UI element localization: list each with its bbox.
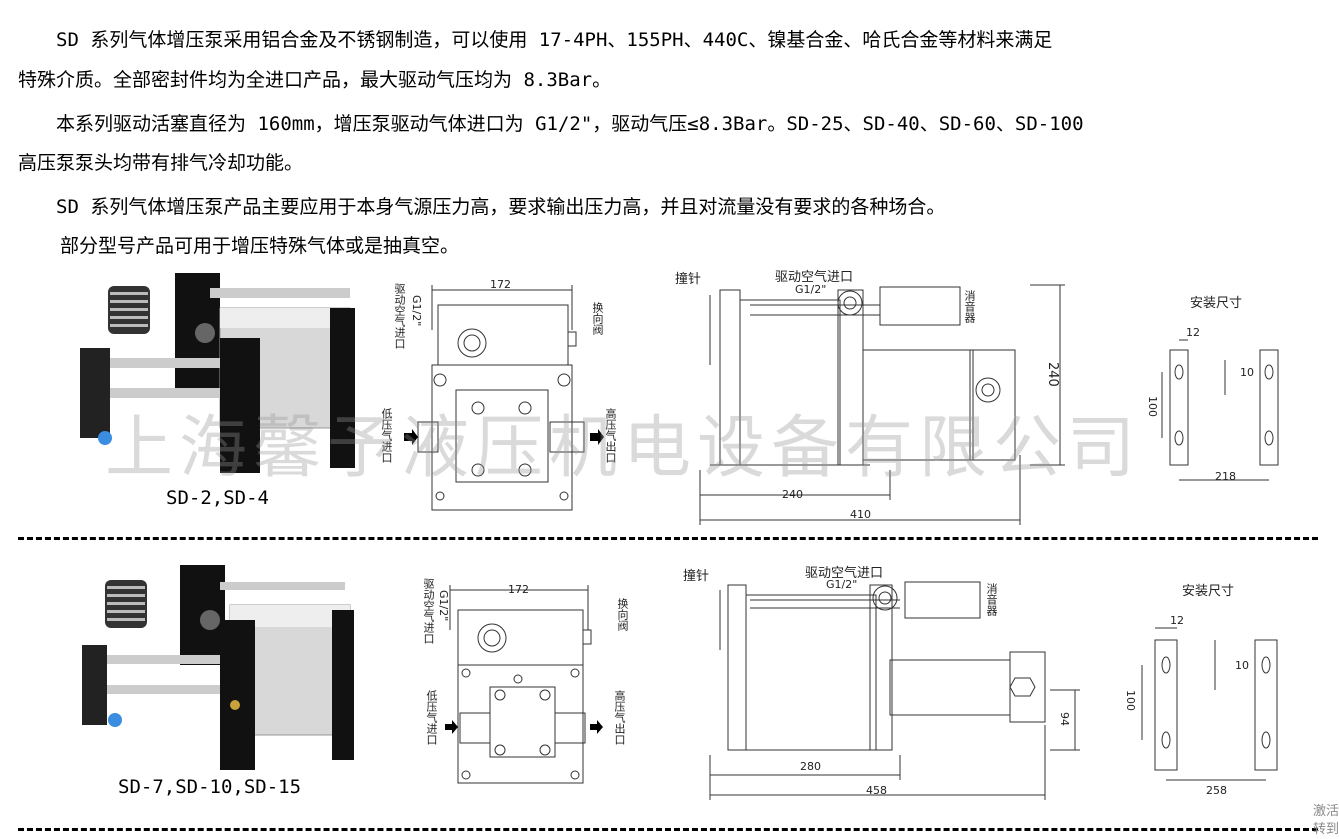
pump-photo-sd7-sd15 [82,565,354,770]
paragraph-3: 本系列驱动活塞直径为 160mm，增压泵驱动气体进口为 G1/2"，驱动气压≤8… [18,113,1084,135]
side-muffler-label-1: 消音器 [963,290,976,323]
side-striker-label-2: 撞针 [683,569,710,584]
side-g12-label-2: G1/2" [826,578,858,591]
mount-title-2: 安装尺寸 [1182,584,1235,599]
mount-d100-label-2: 100 [1124,690,1137,711]
front-valve-label-1: 换向阀 [591,302,604,335]
side-height-label-2: 94 [1058,712,1071,726]
side-drive-inlet-label-1: 驱动空气进口 [775,270,854,285]
pump-illustration [82,565,354,770]
mount-d10-label-2: 10 [1235,659,1249,672]
mount-d12-label-2: 12 [1170,614,1184,627]
activation-line-1: 激活 [1312,804,1339,819]
side-length-label-2: 458 [866,784,887,797]
mount-d258-label-2: 258 [1206,784,1227,797]
front-view-drawing-2 [445,585,603,784]
front-width-label-1: 172 [490,278,511,291]
mount-drawing-1 [1161,339,1279,481]
front-view-drawing-1 [404,285,604,511]
side-base-label-1: 240 [782,488,803,501]
pump-illustration [80,273,355,473]
mount-title-1: 安装尺寸 [1190,296,1243,311]
mount-d218-label-1: 218 [1215,470,1236,483]
front-g12-label-2: G1/2" [437,590,450,622]
activation-notice: 激活 转到 [1313,803,1339,839]
divider-1 [18,537,1318,540]
front-high-out-label-2: 高压气出口 [613,690,626,745]
side-drive-inlet-label-2: 驱动空气进口 [805,566,884,581]
activation-line-2: 转到 [1312,822,1339,837]
side-muffler-label-2: 消音器 [985,583,998,616]
mount-drawing-2 [1141,627,1278,781]
front-g12-label-1: G1/2" [410,295,423,327]
side-height-label-1: 240 [1045,362,1060,387]
mount-d10-label-1: 10 [1240,366,1254,379]
side-length-label-1: 410 [850,508,871,521]
model-caption-1: SD-2,SD-4 [166,487,269,509]
mount-d12-label-1: 12 [1186,326,1200,339]
side-view-drawing-1 [699,284,1065,525]
front-drive-inlet-label-1: 驱动空气进口 [393,283,406,349]
side-g12-label-1: G1/2" [795,283,827,296]
paragraph-5: SD 系列气体增压泵产品主要应用于本身气源压力高，要求输出压力高，并且对流量没有… [18,196,946,218]
front-drive-inlet-label-2: 驱动空气进口 [422,578,435,644]
front-low-in-label-2: 低压气进口 [425,690,438,745]
paragraph-6: 部分型号产品可用于增压特殊气体或是抽真空。 [22,235,460,257]
model-caption-2: SD-7,SD-10,SD-15 [118,776,302,798]
front-low-in-label-1: 低压气进口 [380,408,393,463]
side-base-label-2: 280 [800,760,821,773]
front-width-label-2: 172 [508,583,529,596]
pump-photo-sd2-sd4 [80,273,355,473]
paragraph-2: 特殊介质。全部密封件均为全进口产品，最大驱动气压均为 8.3Bar。 [18,69,612,91]
paragraph-1: SD 系列气体增压泵采用铝合金及不锈钢制造，可以使用 17-4PH、155PH、… [18,29,1053,51]
divider-2 [18,828,1318,831]
side-view-drawing-2 [709,581,1080,800]
front-valve-label-2: 换向阀 [616,598,629,631]
side-striker-label-1: 撞针 [675,272,702,287]
front-high-out-label-1: 高压气出口 [604,408,617,463]
paragraph-4: 高压泵泵头均带有排气冷却功能。 [18,152,304,174]
mount-d100-label-1: 100 [1146,396,1159,417]
